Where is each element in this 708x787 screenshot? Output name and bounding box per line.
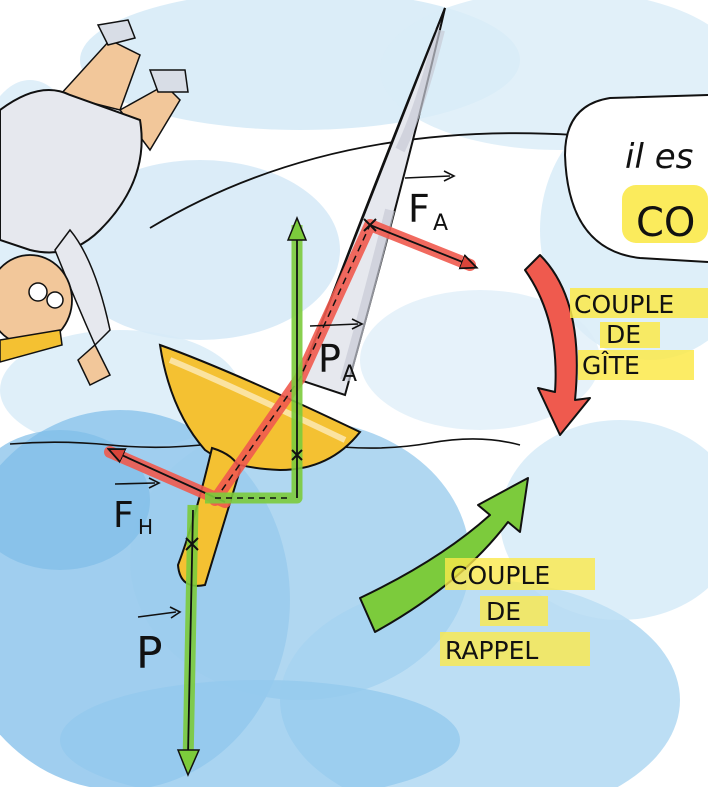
speech-text-line2: CO <box>636 200 695 246</box>
aero-center-subscript: A <box>342 362 357 387</box>
heeling-moment-line1: COUPLE <box>574 290 674 319</box>
hydro-force-symbol: F <box>113 495 134 536</box>
weight-symbol: P <box>136 628 163 679</box>
aero-center-symbol: P <box>318 337 341 381</box>
righting-moment-line3: RAPPEL <box>445 636 538 665</box>
hydro-force-subscript: H <box>138 515 153 539</box>
aero-force-subscript: A <box>433 211 448 236</box>
righting-moment-line1: COUPLE <box>450 561 550 590</box>
aero-force-symbol: F <box>408 187 430 231</box>
speech-text-line1: il es <box>625 137 693 177</box>
heeling-moment-line2: DE <box>606 320 641 349</box>
heeling-moment-line3: GÎTE <box>582 351 640 380</box>
sea <box>0 410 708 787</box>
righting-moment-line2: DE <box>486 597 521 626</box>
